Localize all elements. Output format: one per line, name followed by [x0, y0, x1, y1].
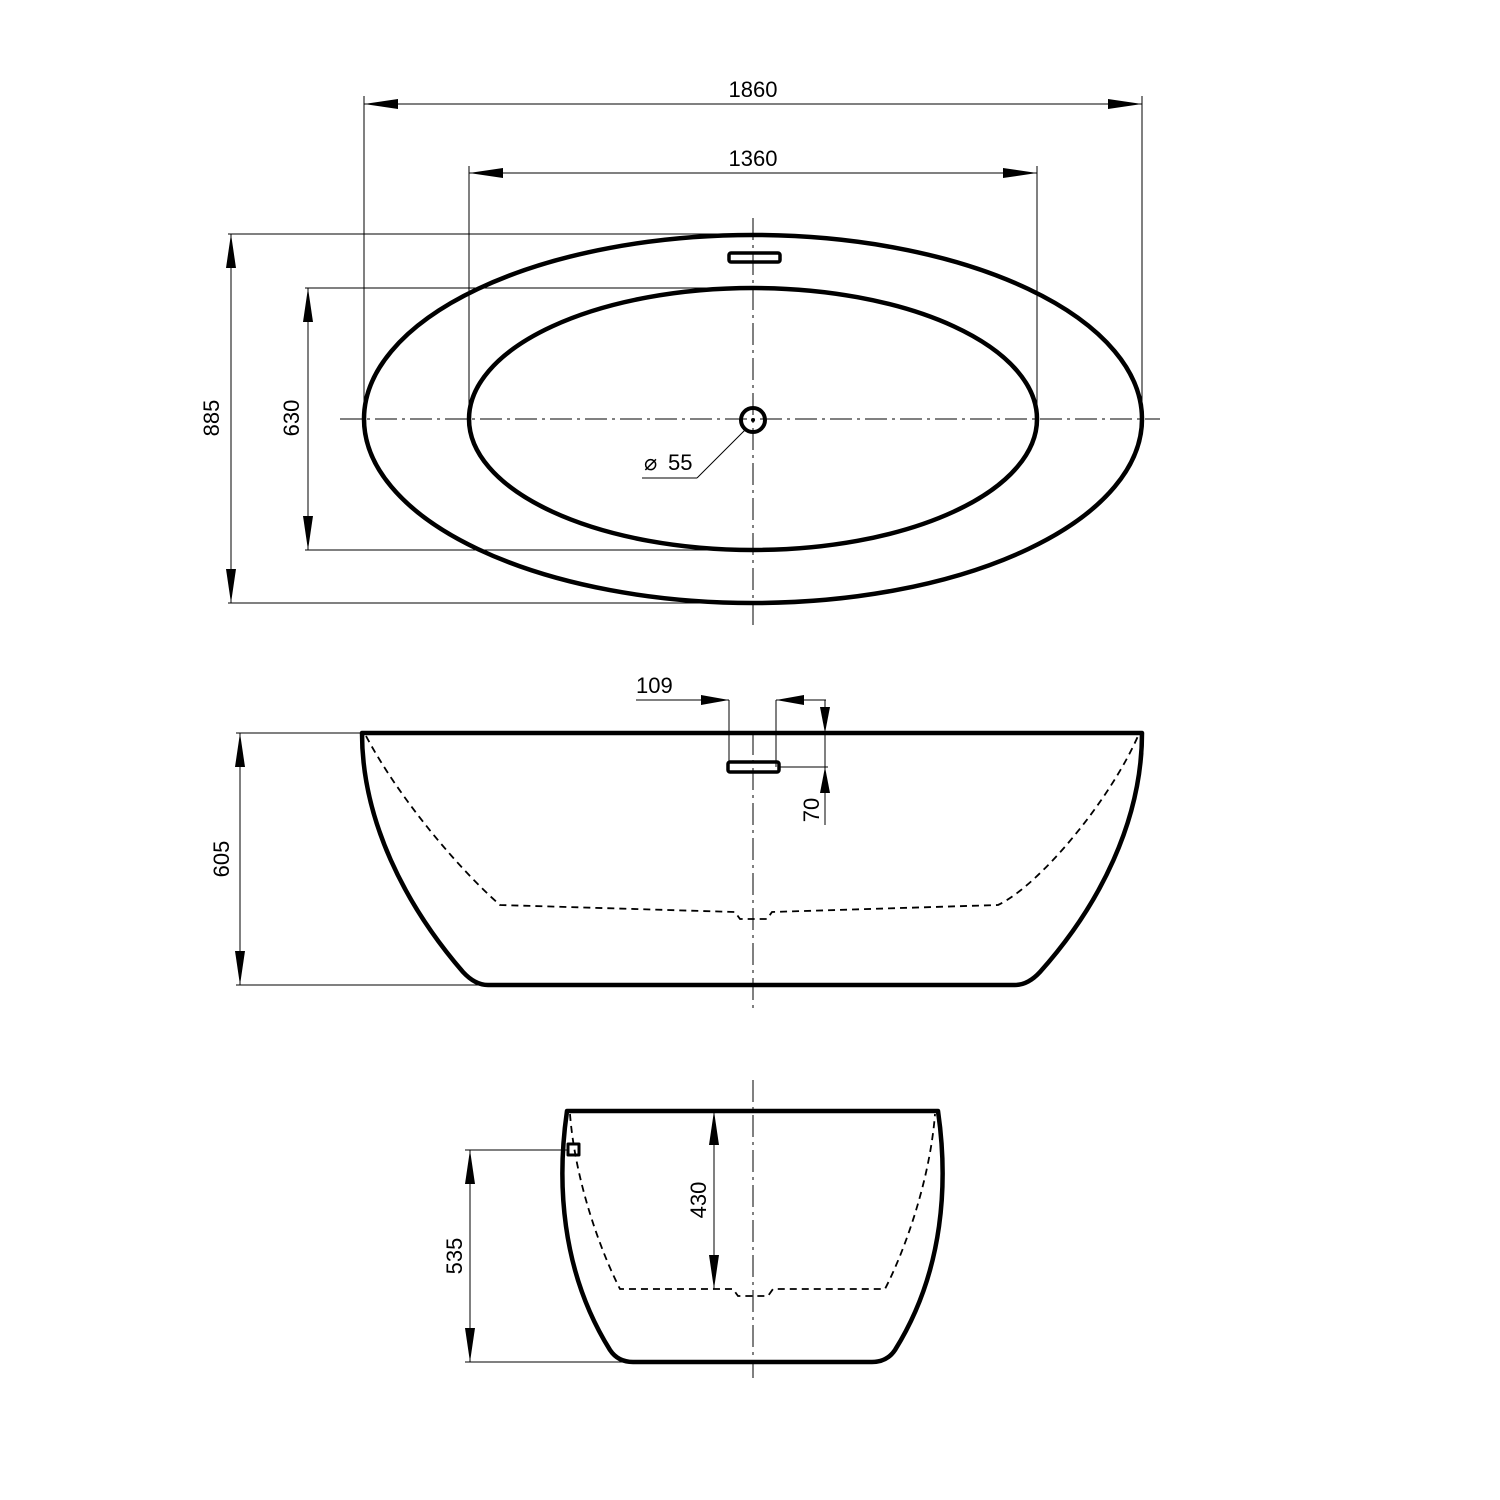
dim-overall-width: 885 [199, 233, 753, 604]
dim-overflow-offset: 70 [780, 700, 830, 825]
dim-end-inner-depth-label: 430 [686, 1182, 711, 1219]
dim-side-height: 605 [209, 732, 480, 986]
side-view-overflow-slot [726, 760, 781, 774]
end-view-outline [560, 1108, 945, 1365]
dim-end-overflow-height-label: 535 [442, 1238, 467, 1275]
dim-end-inner-depth: 430 [686, 1111, 719, 1289]
dim-inner-width-label: 630 [279, 400, 304, 437]
dim-overall-length: 1860 [363, 77, 1143, 419]
side-view-outline [359, 730, 1145, 988]
drain-diameter-symbol: ⌀ [644, 450, 657, 475]
dim-overflow-width-label: 109 [636, 673, 673, 698]
dim-side-height-label: 605 [209, 841, 234, 878]
dim-overflow-width: 109 [636, 673, 826, 767]
top-view-overflow-slot [727, 251, 782, 264]
dim-drain-diameter-label: 55 [668, 450, 692, 475]
dim-overflow-offset-label: 70 [799, 798, 824, 822]
end-view-overflow-square [566, 1142, 581, 1157]
dim-inner-length-label: 1360 [729, 146, 778, 171]
end-view: 430 535 [442, 1080, 945, 1378]
dim-inner-length: 1360 [468, 146, 1038, 419]
top-view: 1860 1360 885 630 [199, 77, 1160, 630]
end-view-inner-basin-hidden [569, 1113, 936, 1297]
top-view-drain-circle [739, 406, 767, 434]
dim-end-overflow-height: 535 [442, 1149, 633, 1363]
dim-drain-diameter: ⌀ 55 [642, 429, 746, 479]
side-view-inner-basin-hidden [365, 735, 1139, 920]
dim-inner-width: 630 [279, 287, 753, 551]
top-view-drain-center [751, 418, 755, 422]
dim-overall-length-label: 1860 [729, 77, 778, 102]
side-view: 109 70 605 [209, 673, 1145, 1008]
dim-overall-width-label: 885 [199, 400, 224, 437]
